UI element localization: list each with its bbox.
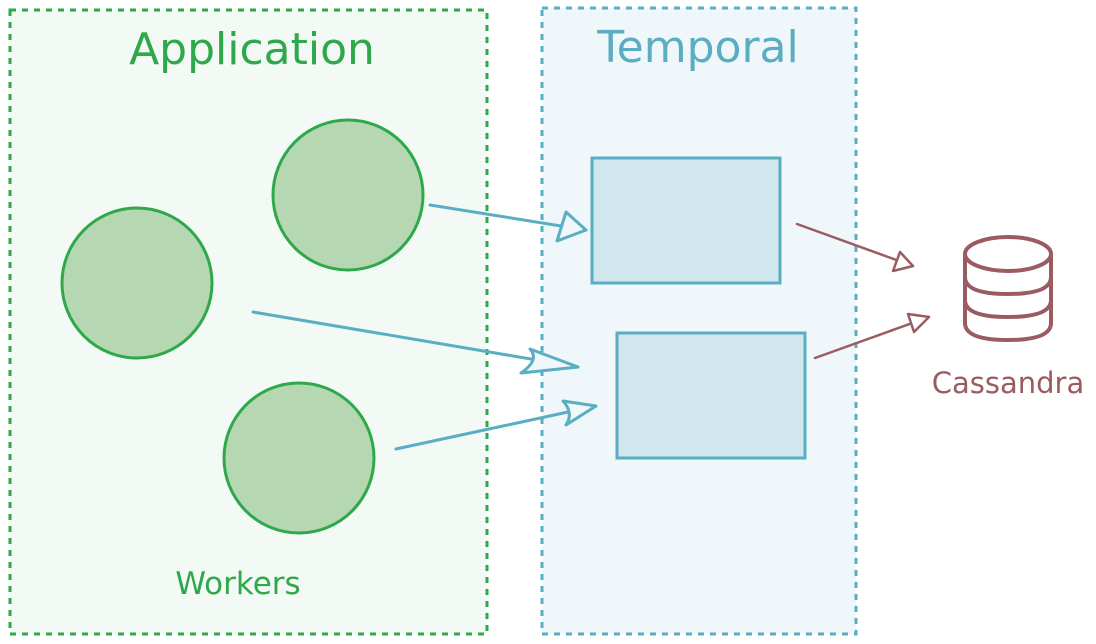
cassandra-label: Cassandra — [932, 366, 1085, 400]
database-icon — [963, 235, 1053, 342]
arrow-head-to-cassandra-top — [891, 250, 915, 273]
worker-arrows — [251, 203, 598, 451]
workers-label: Workers — [175, 566, 300, 602]
temporal-boundary — [540, 6, 858, 636]
worker-circle-top — [271, 118, 425, 272]
temporal-title: Temporal — [596, 22, 798, 73]
temporal-panel: Temporal — [540, 6, 858, 636]
temporal-service-box-top — [590, 156, 782, 285]
arrow-line-bottom — [394, 404, 598, 451]
temporal-service-box-bottom — [615, 331, 807, 460]
arrow-line-middle — [251, 310, 580, 369]
application-title: Application — [129, 24, 375, 75]
arrow-head-middle — [519, 347, 580, 375]
arrow-line-to-cassandra-top — [795, 222, 915, 268]
arrow-head-bottom — [561, 399, 598, 427]
worker-circle-left — [60, 206, 214, 360]
worker-circle-bottom — [222, 381, 376, 535]
arrow-line-top — [428, 203, 588, 232]
application-panel: Application Workers — [8, 8, 489, 636]
cassandra-arrows — [795, 222, 931, 360]
arrow-head-to-cassandra-bottom — [906, 312, 931, 334]
arrow-head-top — [555, 210, 588, 243]
